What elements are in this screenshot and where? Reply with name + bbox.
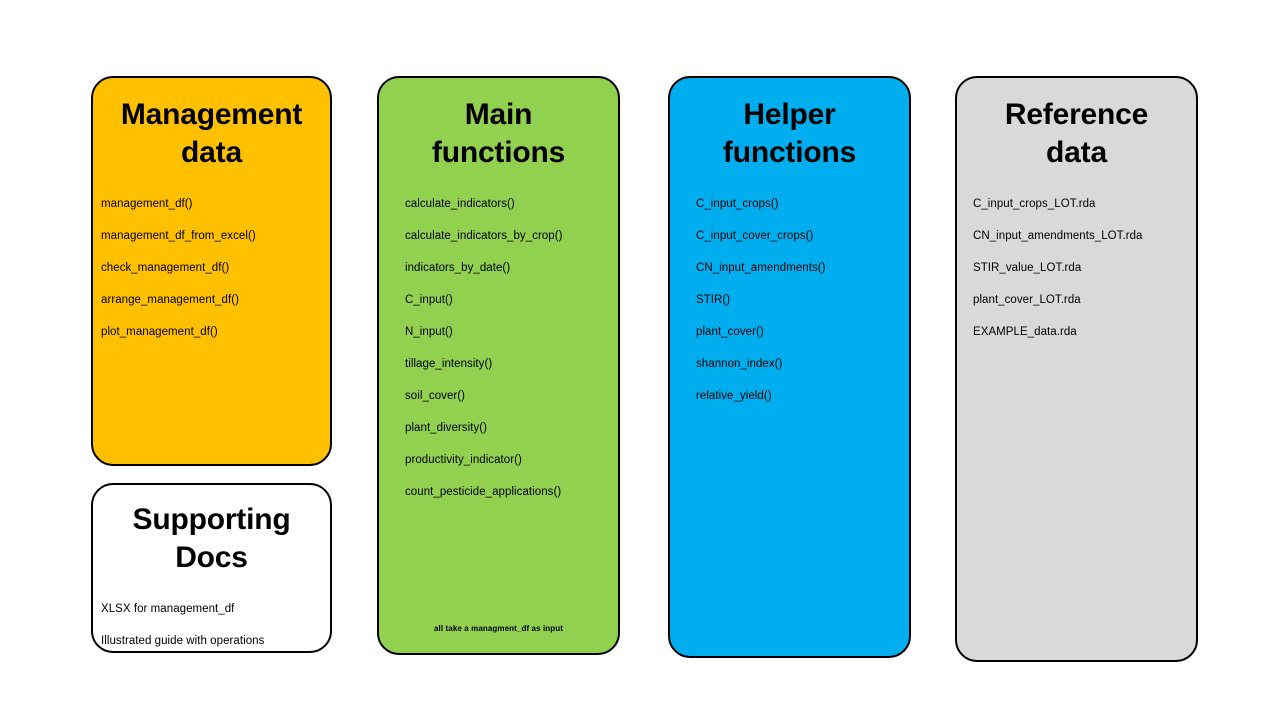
list-item: plant_diversity() <box>405 421 488 434</box>
list-item: soil_cover() <box>405 389 466 402</box>
list-item: productivity_indicator() <box>405 453 522 466</box>
list-item: Illustrated guide with operations <box>101 634 265 647</box>
list-item: shannon_index() <box>696 357 783 370</box>
card-supporting-docs: Supporting Docs XLSX for management_df I… <box>91 483 332 653</box>
item-list-supporting-docs: XLSX for management_df Illustrated guide… <box>93 602 330 648</box>
card-title-management-data: Management data <box>120 98 303 170</box>
list-item: C_input_crops_LOT.rda <box>973 197 1096 210</box>
list-item: STIR_value_LOT.rda <box>973 261 1082 274</box>
footnote-main-functions: all take a managment_df as input <box>433 624 563 633</box>
list-item: calculate_indicators_by_crop() <box>405 229 563 242</box>
list-item: C_input_crops() <box>696 197 779 210</box>
list-item: count_pesticide_applications() <box>405 485 562 498</box>
list-item: plant_cover() <box>696 325 764 338</box>
item-list-management-data: management_df() management_df_from_excel… <box>93 197 330 339</box>
card-title-supporting-docs: Supporting Docs <box>132 503 291 575</box>
card-title-helper-functions: Helper functions <box>722 98 857 170</box>
list-item: check_management_df() <box>101 261 230 274</box>
list-item: EXAMPLE_data.rda <box>973 325 1077 338</box>
list-item: management_df_from_excel() <box>101 229 256 242</box>
item-list-main-functions: calculate_indicators() calculate_indicat… <box>379 197 618 499</box>
list-item: management_df() <box>101 197 193 210</box>
list-item: STIR() <box>696 293 731 306</box>
list-item: plant_cover_LOT.rda <box>973 293 1081 306</box>
card-title-main-functions: Main functions <box>431 98 566 170</box>
list-item: plot_management_df() <box>101 325 218 338</box>
list-item: CN_input_amendments_LOT.rda <box>973 229 1143 242</box>
list-item: CN_input_amendments() <box>696 261 826 274</box>
list-item: N_input() <box>405 325 453 338</box>
card-helper-functions: Helper functions C_input_crops() C_input… <box>668 76 911 658</box>
card-management-data: Management data management_df() manageme… <box>91 76 332 466</box>
list-item: C_input() <box>405 293 453 306</box>
card-reference-data: Reference data C_input_crops_LOT.rda CN_… <box>955 76 1198 662</box>
item-list-helper-functions: C_input_crops() C_input_cover_crops() CN… <box>670 197 909 403</box>
list-item: XLSX for management_df <box>101 602 235 615</box>
list-item: relative_yield() <box>696 389 772 402</box>
card-main-functions: Main functions calculate_indicators() ca… <box>377 76 620 655</box>
list-item: C_input_cover_crops() <box>696 229 814 242</box>
card-title-reference-data: Reference data <box>1004 98 1149 170</box>
list-item: calculate_indicators() <box>405 197 515 210</box>
item-list-reference-data: C_input_crops_LOT.rda CN_input_amendment… <box>957 197 1196 339</box>
list-item: arrange_management_df() <box>101 293 239 306</box>
list-item: tillage_intensity() <box>405 357 493 370</box>
list-item: indicators_by_date() <box>405 261 511 274</box>
